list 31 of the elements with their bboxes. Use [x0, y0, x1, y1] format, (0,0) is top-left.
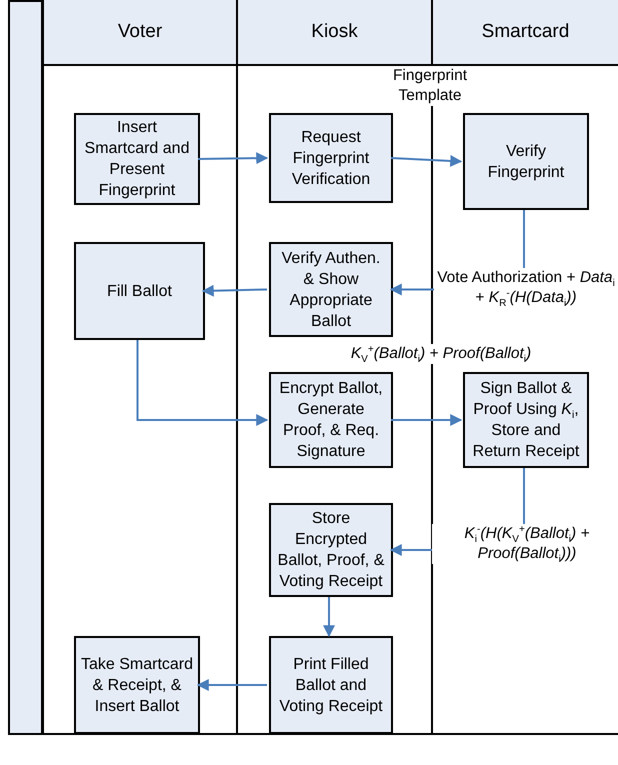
lane-title: Voter	[118, 21, 162, 43]
process-box	[269, 503, 393, 597]
step-text: Store Encrypted Ballot, Proof, & Voting Receipt	[276, 509, 386, 592]
step-text: Insert Smartcard and Present Fingerprint	[84, 118, 190, 201]
step-text: Encrypt Ballot, Generate Proof, & Req. Signature	[278, 379, 384, 462]
process-box	[269, 372, 393, 468]
process-box	[463, 372, 589, 468]
process-box	[269, 113, 393, 203]
process-box	[74, 113, 200, 205]
lane-title: Smartcard	[482, 21, 570, 43]
step-text: Take Smartcard & Receipt, & Insert Ballot	[80, 654, 194, 716]
arrow	[391, 414, 462, 426]
process-box	[463, 113, 589, 210]
arrow	[390, 154, 462, 167]
process-box	[74, 242, 205, 340]
step-text: Fill Ballot	[107, 282, 172, 302]
step-text: Verify Authen. & Show Appropriate Ballot	[280, 248, 382, 332]
step-text: Request Fingerprint Verification	[290, 128, 372, 190]
lane-title: Kiosk	[311, 21, 358, 43]
arrow	[202, 284, 268, 297]
process-box	[269, 242, 393, 337]
arrow	[136, 340, 268, 426]
arrow	[323, 597, 335, 638]
process-box	[74, 636, 200, 734]
step-text: Print Filled Ballot and Voting Receipt	[278, 654, 384, 716]
step-text: Sign Ballot & Proof Using K$_{i}$, Store and Return Receipt	[472, 379, 580, 462]
arrow	[196, 679, 267, 691]
arrow	[198, 152, 268, 164]
swimlane	[42, 0, 236, 734]
process-box	[269, 636, 393, 734]
step-text: Verify Fingerprint	[486, 142, 566, 182]
